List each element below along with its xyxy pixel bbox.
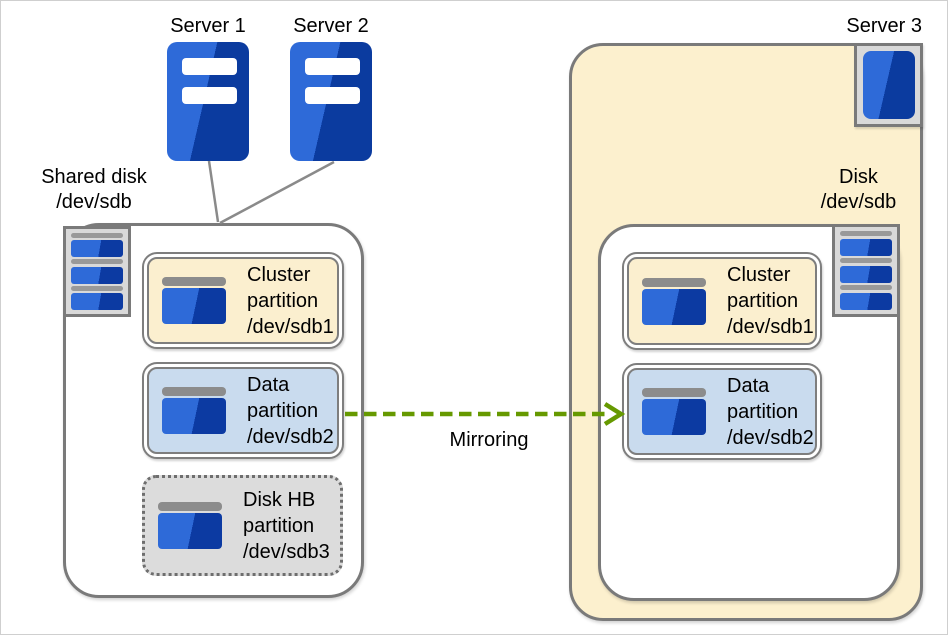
cluster-partition-box-left: Cluster partition /dev/sdb1	[142, 252, 344, 349]
partition-icon	[158, 502, 222, 549]
data-partition-box-right: Data partition /dev/sdb2	[622, 363, 822, 460]
mirroring-label: Mirroring	[449, 429, 529, 451]
server3-disk-stack-icon	[832, 224, 900, 317]
server3-label: Server 3	[846, 15, 922, 37]
data-partition-text-right: Data partition /dev/sdb2	[727, 374, 814, 449]
cluster-partition-text-left: Cluster partition /dev/sdb1	[247, 263, 334, 338]
shared-disk-label: Shared disk /dev/sdb	[21, 165, 167, 215]
shared-disk-label-line1: Shared disk	[41, 166, 147, 188]
disk-label-line2: /dev/sdb	[820, 191, 897, 213]
partition-icon	[642, 277, 706, 325]
server-slot-icon	[182, 58, 237, 75]
server-slot-icon	[872, 60, 907, 72]
disk-hb-partition-box: Disk HB partition /dev/sdb3	[142, 475, 343, 576]
data-partition-box-left: Data partition /dev/sdb2	[142, 362, 344, 459]
shared-disk-stack-icon	[63, 226, 131, 317]
partition-icon	[162, 277, 226, 324]
server2-label: Server 2	[293, 15, 369, 37]
server-slot-icon	[182, 87, 237, 104]
server1-label: Server 1	[170, 15, 246, 37]
server2-connector-line	[219, 160, 335, 225]
server1-icon	[167, 42, 249, 161]
cluster-partition-text-right: Cluster partition /dev/sdb1	[727, 264, 814, 338]
server-slot-icon	[305, 58, 360, 75]
server-slot-icon	[305, 87, 360, 104]
server3-icon-frame	[854, 43, 923, 127]
disk-hb-partition-text: Disk HB partition /dev/sdb3	[243, 488, 330, 563]
server-slot-icon	[872, 79, 907, 91]
partition-icon	[162, 387, 226, 434]
partition-icon	[642, 388, 706, 435]
server2-icon	[290, 42, 372, 161]
disk-label: Disk /dev/sdb	[806, 165, 911, 215]
server1-connector-line	[207, 160, 220, 223]
server3-icon	[862, 51, 915, 119]
disk-label-line1: Disk	[839, 166, 878, 188]
cluster-partition-box-right: Cluster partition /dev/sdb1	[622, 252, 822, 350]
shared-disk-label-line2: /dev/sdb	[56, 191, 132, 213]
data-partition-text-left: Data partition /dev/sdb2	[247, 373, 334, 448]
